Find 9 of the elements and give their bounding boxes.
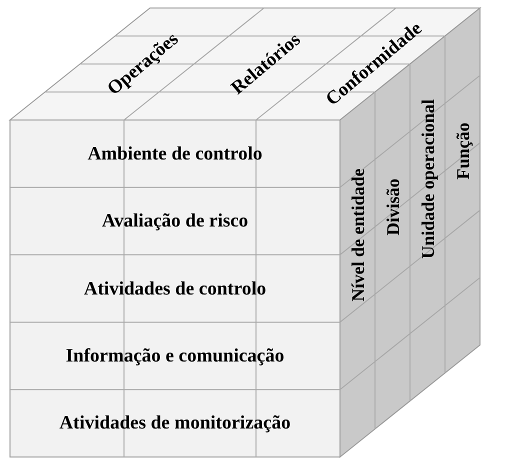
component-label: Atividades de controlo	[84, 279, 266, 298]
level-label: Nível de entidade	[348, 168, 366, 301]
component-label: Avaliação de risco	[102, 212, 248, 231]
component-label: Informação e comunicação	[66, 346, 284, 366]
level-label: Divisão	[384, 178, 402, 235]
level-label: Função	[454, 122, 472, 179]
level-label: Unidade operacional	[418, 98, 436, 258]
component-label: Atividades de monitorização	[59, 414, 291, 433]
component-label: Ambiente de controlo	[88, 144, 262, 164]
